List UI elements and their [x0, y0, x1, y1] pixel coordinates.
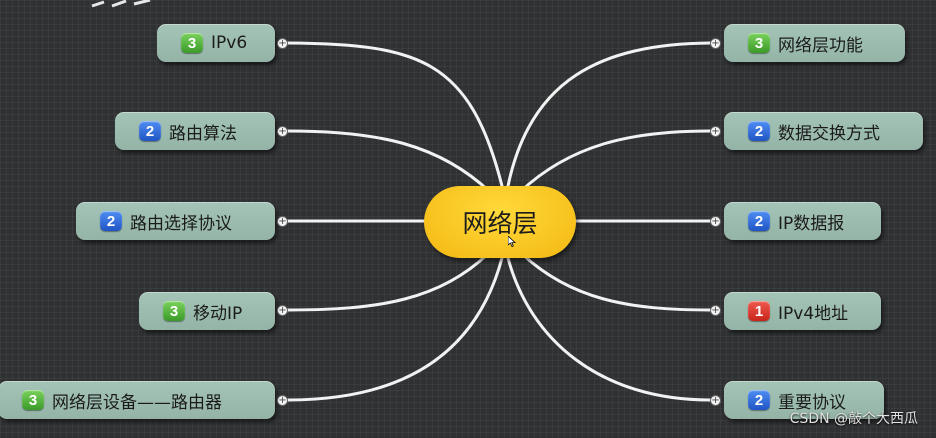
- topic-node-routing-protocol[interactable]: 2 路由选择协议: [76, 202, 275, 240]
- topic-node-router[interactable]: 3 网络层设备——路由器: [0, 381, 275, 419]
- topic-label: IP数据报: [778, 213, 845, 234]
- priority-3-icon: 3: [22, 390, 44, 410]
- expand-icon[interactable]: +: [277, 304, 288, 316]
- priority-1-icon: 1: [748, 301, 770, 321]
- watermark: CSDN @敲个大西瓜: [789, 411, 918, 427]
- topic-label: IPv6: [211, 33, 248, 53]
- priority-2-icon: 2: [748, 390, 770, 410]
- priority-2-icon: 2: [748, 121, 770, 141]
- connector-data-switching: [518, 129, 712, 194]
- topic-node-data-switching[interactable]: 2 数据交换方式: [724, 112, 923, 150]
- connector-network-function: [506, 41, 712, 188]
- topic-node-ipv4-address[interactable]: 1 IPv4地址: [724, 292, 881, 330]
- topic-label: 网络层设备——路由器: [52, 392, 222, 413]
- expand-icon[interactable]: +: [710, 125, 721, 137]
- expand-icon[interactable]: +: [277, 125, 288, 137]
- priority-2-icon: 2: [748, 211, 770, 231]
- topic-label: IPv4地址: [778, 303, 849, 324]
- topic-label: 重要协议: [778, 392, 846, 413]
- connector-important-protocols: [506, 256, 712, 402]
- topic-label: 数据交换方式: [778, 123, 880, 144]
- topic-node-network-function[interactable]: 3 网络层功能: [724, 24, 905, 62]
- connector-ipv6: [286, 41, 504, 188]
- connector-mobile-ip: [286, 250, 492, 312]
- expand-icon[interactable]: +: [710, 215, 721, 227]
- mouse-cursor-icon: [508, 236, 516, 247]
- topic-label: 路由选择协议: [130, 213, 232, 234]
- priority-2-icon: 2: [100, 211, 122, 231]
- header-scribble: [91, 0, 151, 8]
- priority-3-icon: 3: [181, 33, 203, 53]
- priority-3-icon: 3: [163, 301, 185, 321]
- topic-node-routing-algorithm[interactable]: 2 路由算法: [115, 112, 275, 150]
- expand-icon[interactable]: +: [710, 304, 721, 316]
- topic-node-important-protocols[interactable]: 2 重要协议: [724, 381, 884, 419]
- topic-node-ipv6[interactable]: 3 IPv6: [157, 24, 275, 62]
- central-topic[interactable]: 网络层: [424, 186, 576, 258]
- expand-icon[interactable]: +: [710, 394, 721, 406]
- topic-node-ip-datagram[interactable]: 2 IP数据报: [724, 202, 881, 240]
- connector-ipv4-address: [518, 250, 712, 312]
- topic-label: 移动IP: [193, 303, 243, 324]
- priority-2-icon: 2: [139, 121, 161, 141]
- expand-icon[interactable]: +: [277, 394, 288, 406]
- expand-icon[interactable]: +: [277, 37, 288, 49]
- topic-node-mobile-ip[interactable]: 3 移动IP: [139, 292, 275, 330]
- expand-icon[interactable]: +: [277, 215, 288, 227]
- central-topic-label: 网络层: [462, 209, 538, 238]
- topic-label: 网络层功能: [778, 35, 863, 56]
- connector-routing-algorithm: [286, 129, 492, 194]
- expand-icon[interactable]: +: [710, 37, 721, 49]
- priority-3-icon: 3: [748, 33, 770, 53]
- connector-router: [286, 256, 504, 402]
- topic-label: 路由算法: [169, 123, 237, 144]
